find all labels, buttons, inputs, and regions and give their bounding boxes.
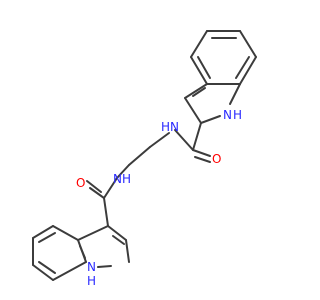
atom-symbol-h: H — [233, 108, 242, 122]
atom-symbol-n: N — [113, 172, 122, 186]
atom-label-nh-indole-top: N H — [223, 108, 242, 122]
atom-label-nh-amide-top: H N — [161, 120, 179, 134]
atom-symbol-n: N — [170, 120, 179, 134]
molecule-structure: N H O H N N H O N H — [32, 30, 257, 288]
atom-symbol-h: H — [122, 172, 131, 186]
atom-label-nh-amide-bottom: N H — [113, 172, 131, 186]
atom-symbol-h: H — [161, 120, 170, 134]
atom-label-nh-indole-bottom: N H — [87, 260, 96, 288]
bond-skeleton — [32, 30, 257, 281]
atom-label-o-bottom: O — [76, 176, 85, 190]
atom-symbol-h: H — [87, 274, 96, 288]
atom-symbol-o: O — [212, 152, 221, 166]
atom-symbol-o: O — [76, 176, 85, 190]
atom-label-o-top: O — [212, 152, 221, 166]
atom-symbol-n: N — [223, 108, 232, 122]
atom-symbol-n: N — [87, 260, 96, 274]
